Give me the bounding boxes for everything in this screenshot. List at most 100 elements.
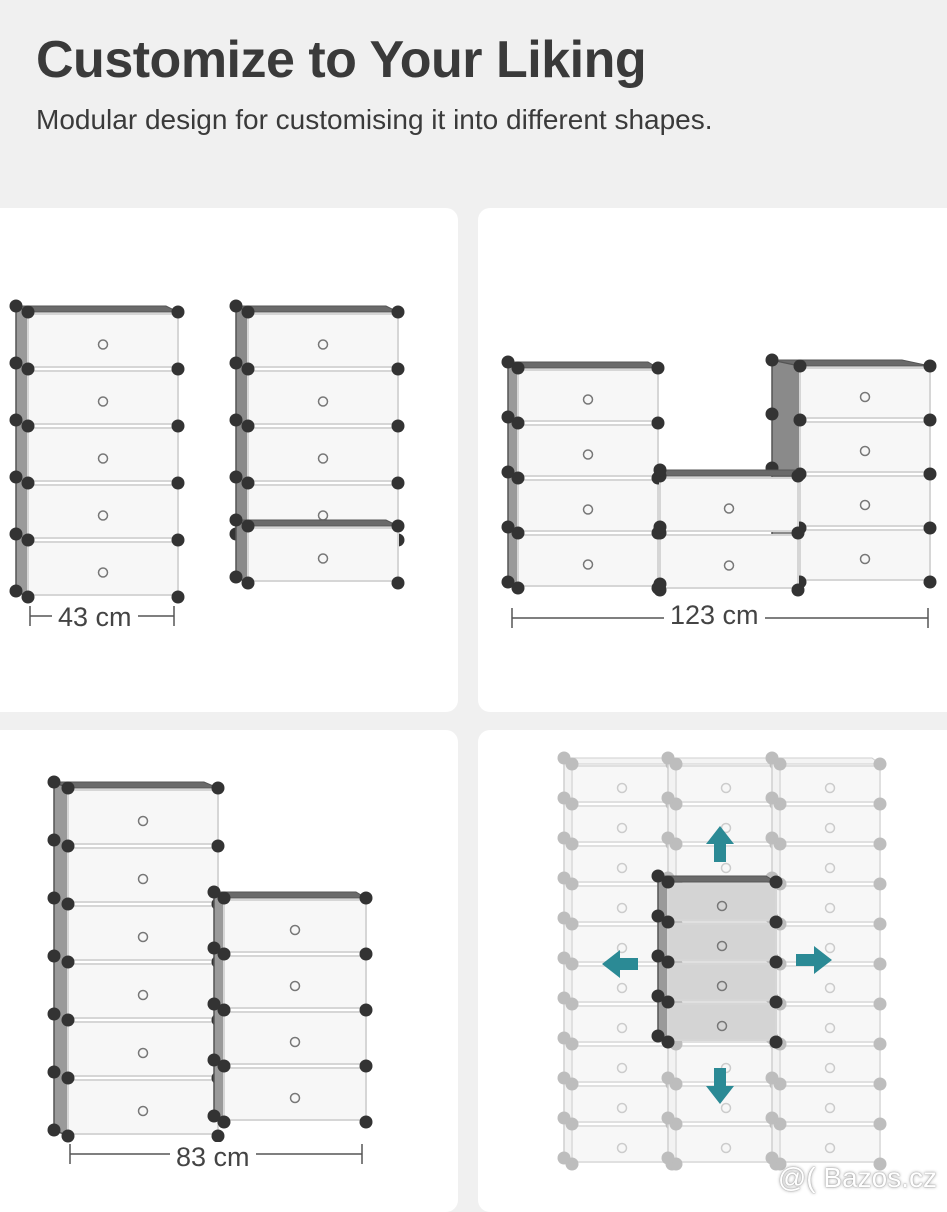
u-shape-illustration (501, 353, 937, 628)
connector-joint (661, 751, 675, 765)
connector-joint (765, 1111, 779, 1125)
connector-joint (651, 361, 665, 375)
connector-joint (769, 955, 783, 969)
connector-joint (9, 413, 23, 427)
arrow-down-icon (706, 1068, 734, 1104)
connector-joint (241, 362, 255, 376)
door-knob (137, 1105, 149, 1117)
connector-joint (793, 413, 807, 427)
door-knob (582, 559, 594, 570)
door-knob (720, 862, 732, 874)
dimension-label-43cm: 43 cm (52, 602, 138, 632)
connector-joint (391, 476, 405, 490)
door-knob (720, 1102, 732, 1114)
connector-joint (501, 355, 515, 369)
connector-joint (61, 1013, 75, 1027)
connector-joint (873, 1037, 887, 1051)
connector-joint (207, 1053, 221, 1067)
door-knob (716, 980, 728, 992)
connector-joint (501, 410, 515, 424)
connector-joint (61, 897, 75, 911)
door-knob (616, 782, 628, 794)
connector-joint (557, 751, 571, 765)
connector-joint (873, 957, 887, 971)
connector-joint (391, 519, 405, 533)
connector-joint (241, 305, 255, 319)
connector-joint (207, 997, 221, 1011)
cube-top-panel (770, 757, 882, 765)
connector-joint (653, 463, 667, 477)
connector-joint (241, 519, 255, 533)
door-knob (824, 822, 836, 834)
connector-joint (765, 791, 779, 805)
connector-joint (557, 831, 571, 845)
connector-joint (501, 520, 515, 534)
header: Customize to Your Liking Modular design … (0, 0, 947, 200)
cube-top-panel (506, 361, 660, 369)
connector-joint (661, 1111, 675, 1125)
connector-joint (923, 575, 937, 589)
door-knob (720, 1142, 732, 1154)
door-knob (616, 1142, 628, 1154)
connector-joint (47, 891, 61, 905)
cube-top-panel (656, 875, 778, 883)
door-knob (137, 1047, 149, 1059)
panel-u-shape: 123 cm (478, 208, 947, 712)
cube-top-panel (235, 305, 399, 313)
connector-joint (229, 570, 243, 584)
connector-joint (241, 419, 255, 433)
connector-joint (661, 995, 675, 1009)
door-knob (289, 1092, 301, 1104)
connector-joint (61, 1071, 75, 1085)
cube-top-panel (562, 757, 674, 765)
connector-joint (557, 1071, 571, 1085)
connector-joint (21, 476, 35, 490)
door-knob (582, 504, 594, 515)
connector-joint (873, 1077, 887, 1091)
panel-two-towers: 43 cm (0, 208, 458, 712)
connector-joint (661, 1071, 675, 1085)
connector-joint (171, 590, 185, 604)
door-knob (824, 942, 836, 954)
connector-joint (21, 590, 35, 604)
connector-joint (923, 359, 937, 373)
connector-joint (229, 413, 243, 427)
door-knob (317, 453, 329, 464)
door-knob (824, 982, 836, 994)
connector-joint (923, 413, 937, 427)
connector-joint (217, 1003, 231, 1017)
door-knob (97, 396, 109, 407)
connector-joint (873, 797, 887, 811)
connector-joint (211, 1129, 225, 1143)
door-knob (137, 873, 149, 885)
connector-joint (923, 521, 937, 535)
arrow-up-icon (706, 826, 734, 862)
connector-joint (873, 997, 887, 1011)
door-knob (289, 924, 301, 936)
door-knob (582, 394, 594, 405)
door-knob (716, 940, 728, 952)
door-knob (716, 1020, 728, 1032)
cube-top-panel (659, 469, 799, 477)
connector-joint (661, 1151, 675, 1165)
connector-joint (21, 419, 35, 433)
panel-expandable-grid (478, 730, 947, 1212)
door-knob (616, 1022, 628, 1034)
connector-joint (171, 362, 185, 376)
watermark: @( Bazos.cz (777, 1162, 937, 1193)
connector-joint (661, 1035, 675, 1049)
connector-joint (47, 1065, 61, 1079)
connector-joint (651, 416, 665, 430)
connector-joint (557, 991, 571, 1005)
connector-joint (511, 471, 525, 485)
connector-joint (241, 476, 255, 490)
connector-joint (211, 839, 225, 853)
door-knob (616, 822, 628, 834)
panel-step-shape: 83 cm (0, 730, 458, 1212)
connector-joint (391, 576, 405, 590)
connector-joint (171, 476, 185, 490)
door-knob (289, 1036, 301, 1048)
two-towers-illustration (9, 299, 405, 626)
connector-joint (359, 1003, 373, 1017)
door-knob (582, 449, 594, 460)
